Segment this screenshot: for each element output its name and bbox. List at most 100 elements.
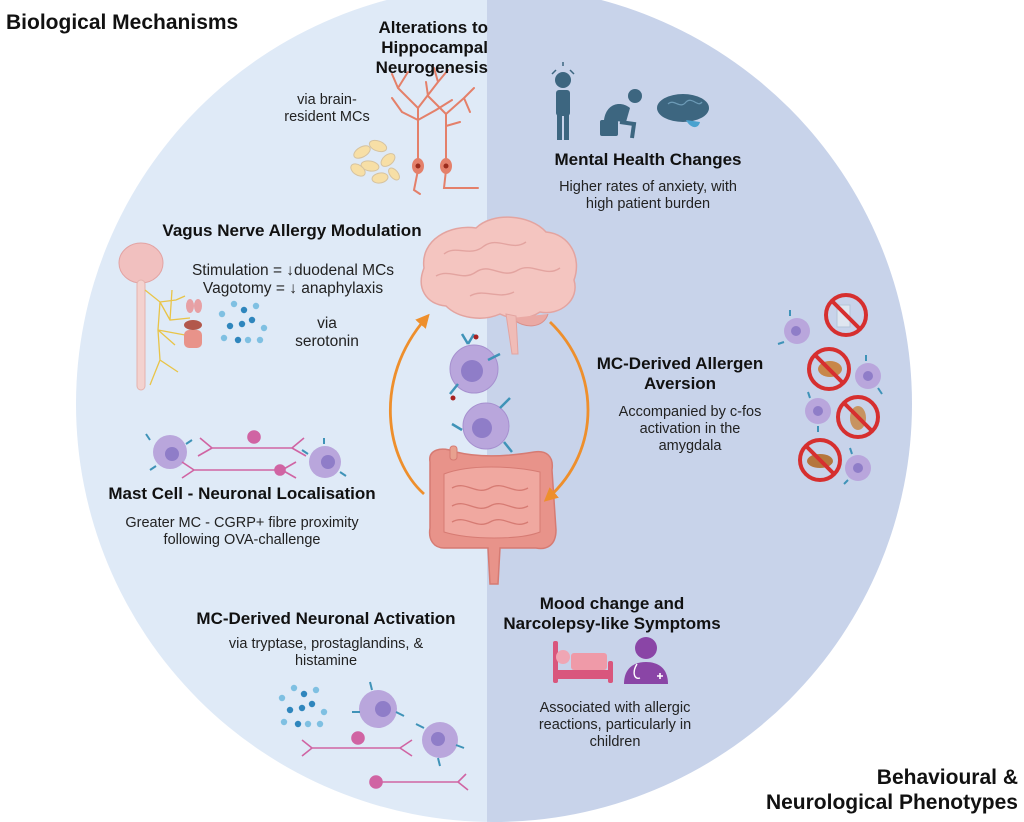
no-milk-icon bbox=[824, 293, 868, 337]
brain-illustration-icon bbox=[420, 216, 578, 355]
hippocampal-note-line: via brain- bbox=[297, 92, 357, 108]
molecule-dot bbox=[234, 336, 242, 344]
mental-health-description-line: Higher rates of anxiety, with bbox=[559, 179, 737, 195]
molecule-dot bbox=[230, 300, 238, 308]
molecule-dot bbox=[238, 320, 246, 328]
doctor-icon bbox=[624, 637, 668, 684]
aversion-description-line: activation in the bbox=[639, 421, 741, 438]
molecule-dot bbox=[308, 700, 316, 708]
neuron-fibre-icon bbox=[301, 731, 469, 791]
molecule-dot bbox=[218, 310, 226, 318]
molecule-dot bbox=[256, 336, 264, 344]
mast-cell-icon bbox=[301, 438, 347, 478]
molecule-dot bbox=[320, 708, 328, 716]
mood-title-line: Mood change and bbox=[539, 594, 685, 613]
right-section-title-line-2: Neurological Phenotypes bbox=[765, 791, 1018, 815]
mediator-molecules-icon bbox=[278, 684, 328, 728]
mast-cell-icon bbox=[777, 310, 810, 345]
mood-description-line: reactions, particularly in bbox=[538, 717, 692, 734]
brain-spinal-cord-icon bbox=[118, 242, 164, 391]
aversion-description-line: Accompanied by c-fos bbox=[618, 404, 762, 420]
molecule-dot bbox=[278, 694, 286, 702]
serotonin-molecules-icon bbox=[218, 300, 268, 344]
right-section-title-line-1: Behavioural & bbox=[876, 766, 1018, 789]
localisation-title: Mast Cell - Neuronal Localisation bbox=[108, 484, 376, 503]
vagus-note-line: serotonin bbox=[295, 333, 359, 351]
localisation-description-line: following OVA-challenge bbox=[163, 532, 321, 549]
molecule-dot bbox=[220, 334, 228, 342]
mast-cell-degranulating-icon bbox=[352, 681, 405, 728]
vagus-description-line: Stimulation = ↓duodenal MCs bbox=[191, 262, 395, 279]
mood-title-line: Narcolepsy-like Symptoms bbox=[503, 614, 721, 634]
cgrp-neuron-fibre-icon bbox=[181, 430, 307, 479]
hippocampal-title: Alterations to Hippocampal Neurogenesis bbox=[360, 18, 488, 78]
mood-description: Associated with allergic reactions, part… bbox=[510, 700, 720, 751]
mental-health-description: Higher rates of anxiety, with high patie… bbox=[528, 179, 768, 213]
molecule-dot bbox=[316, 720, 324, 728]
intestine-illustration-icon bbox=[428, 445, 557, 585]
localisation-description-line: Greater MC - CGRP+ fibre proximity bbox=[125, 515, 359, 531]
activation-description-line: histamine bbox=[294, 653, 358, 670]
vagus-description: Stimulation = ↓duodenal MCs Vagotomy = ↓… bbox=[168, 262, 418, 299]
no-mixed-nuts-icon bbox=[798, 438, 842, 482]
cycle-arrow-left-up-icon bbox=[388, 313, 430, 496]
hippocampal-note: via brain- resident MCs bbox=[272, 92, 382, 126]
stomach-intestine-icon bbox=[184, 320, 202, 348]
mast-cell-degranulating-icon bbox=[415, 722, 465, 767]
molecule-dot bbox=[240, 306, 248, 314]
molecule-dot bbox=[248, 316, 256, 324]
bed-patient-icon bbox=[553, 641, 613, 683]
mast-cell-icon bbox=[843, 447, 871, 485]
left-section-title: Biological Mechanisms bbox=[6, 11, 239, 34]
molecule-dot bbox=[280, 718, 288, 726]
hippocampal-neuron-icon bbox=[391, 67, 479, 195]
cycle-arrow-right-down-icon bbox=[543, 320, 590, 502]
sad-sitting-person-icon bbox=[600, 89, 642, 139]
hippocampal-note-line: resident MCs bbox=[284, 109, 370, 126]
mast-cell-degranulating-icon bbox=[449, 333, 501, 401]
aversion-description: Accompanied by c-fos activation in the a… bbox=[590, 404, 790, 455]
molecule-dot bbox=[290, 684, 298, 692]
mood-title: Mood change and Narcolepsy-like Symptoms bbox=[494, 594, 730, 634]
right-section-title: Behavioural & Neurological Phenotypes bbox=[766, 765, 1018, 815]
hippocampal-title-line: Hippocampal bbox=[381, 38, 488, 58]
vagus-title: Vagus Nerve Allergy Modulation bbox=[162, 221, 422, 240]
glial-cells-icon bbox=[350, 139, 400, 184]
molecule-dot bbox=[298, 704, 306, 712]
mast-cell-icon bbox=[805, 391, 831, 432]
molecule-dot bbox=[226, 322, 234, 330]
mental-health-title: Mental Health Changes bbox=[554, 150, 742, 169]
aversion-title-line: MC-Derived Allergen bbox=[596, 354, 764, 373]
hippocampal-title-line: Neurogenesis bbox=[375, 58, 488, 78]
vagus-note: via serotonin bbox=[282, 315, 372, 352]
hippocampal-title-line: Alterations to bbox=[378, 18, 488, 37]
molecule-dot bbox=[252, 302, 260, 310]
left-half-background bbox=[76, 0, 487, 822]
stressed-person-icon bbox=[551, 62, 575, 140]
mental-health-description-line: high patient burden bbox=[585, 196, 711, 213]
mast-cell-resting-icon bbox=[451, 397, 513, 453]
molecule-dot bbox=[286, 706, 294, 714]
activation-description-line: via tryptase, prostaglandins, & bbox=[228, 636, 424, 652]
mood-description-line: Associated with allergic bbox=[539, 700, 691, 716]
molecule-dot bbox=[244, 336, 252, 344]
mast-cell-icon bbox=[145, 433, 193, 471]
molecule-dot bbox=[304, 720, 312, 728]
aversion-title-line: Aversion bbox=[643, 374, 717, 394]
molecule-dot bbox=[312, 686, 320, 694]
brain-icon bbox=[657, 94, 709, 128]
aversion-title: MC-Derived Allergen Aversion bbox=[580, 354, 780, 394]
no-peanut-icon bbox=[836, 395, 880, 439]
mast-cell-icon bbox=[855, 355, 883, 395]
mood-description-line: children bbox=[589, 734, 641, 751]
molecule-dot bbox=[300, 690, 308, 698]
lungs-icon bbox=[186, 299, 202, 313]
molecule-dot bbox=[260, 324, 268, 332]
activation-description: via tryptase, prostaglandins, & histamin… bbox=[176, 636, 476, 670]
vagus-nerve-icon bbox=[144, 289, 191, 386]
activation-title: MC-Derived Neuronal Activation bbox=[196, 609, 456, 628]
aversion-description-line: amygdala bbox=[658, 438, 722, 455]
